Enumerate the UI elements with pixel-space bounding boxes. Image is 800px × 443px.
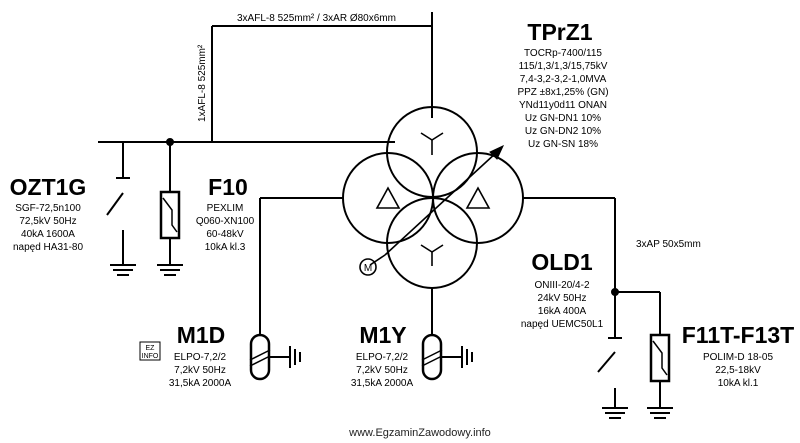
svg-text:INFO: INFO (142, 353, 159, 360)
tprz1-specs: TOCRp-7400/115 115/1,3/1,3/15,75kV 7,4-3… (517, 48, 608, 150)
ez-info-logo: EZ INFO (139, 341, 161, 361)
svg-text:7,2kV 50Hz: 7,2kV 50Hz (174, 365, 226, 376)
svg-text:7,4-3,2-3,2-1,0MVA: 7,4-3,2-3,2-1,0MVA (520, 74, 607, 85)
svg-text:PPZ ±8x1,25% (GN): PPZ ±8x1,25% (GN) (517, 87, 608, 98)
svg-text:napęd HA31-80: napęd HA31-80 (13, 242, 83, 253)
tprz1-transformer-symbol (342, 106, 524, 289)
m1d-feeder-lines (249, 197, 343, 381)
m1d-title: M1D (177, 322, 226, 348)
watermark-text: www.EgzaminZawodowy.info (348, 427, 491, 439)
ozt1g-specs: SGF-72,5n100 72,5kV 50Hz 40kA 1600A napę… (13, 203, 83, 253)
svg-text:10kA kl.1: 10kA kl.1 (718, 378, 759, 389)
m1y-feeder-lines (421, 288, 473, 381)
f11t-title: F11T-F13T (682, 322, 794, 348)
svg-text:22,5-18kV: 22,5-18kV (715, 365, 761, 376)
svg-text:31,5kA 2000A: 31,5kA 2000A (169, 378, 232, 389)
svg-text:POLIM-D 18-05: POLIM-D 18-05 (703, 352, 773, 363)
cable-top-label: 3xAFL-8 525mm² / 3xAR Ø80x6mm (237, 13, 396, 24)
f10-specs: PEXLIM Q060-XN100 60-48kV 10kA kl.3 (196, 203, 255, 253)
tprz1-title: TPrZ1 (527, 19, 592, 45)
svg-text:napęd UEMC50L1: napęd UEMC50L1 (521, 319, 604, 330)
f10-title: F10 (208, 174, 248, 200)
svg-text:Uz GN-DN1 10%: Uz GN-DN1 10% (525, 113, 601, 124)
ozt1g-earthing-switch (106, 177, 136, 276)
svg-text:16kA 400A: 16kA 400A (538, 306, 587, 317)
incoming-cable-lines (98, 12, 433, 192)
f11t-specs: POLIM-D 18-05 22,5-18kV 10kA kl.1 (703, 352, 773, 389)
svg-text:Uz GN-DN2 10%: Uz GN-DN2 10% (525, 126, 601, 137)
svg-text:ELPO-7,2/2: ELPO-7,2/2 (356, 352, 409, 363)
svg-text:ONIII-20/4-2: ONIII-20/4-2 (534, 280, 589, 291)
cable-vertical-label: 1xAFL-8 525mm² (197, 44, 208, 122)
m1y-specs: ELPO-7,2/2 7,2kV 50Hz 31,5kA 2000A (351, 352, 414, 389)
old1-title: OLD1 (531, 249, 593, 275)
f11t-surge-arrester (647, 333, 673, 419)
m1d-specs: ELPO-7,2/2 7,2kV 50Hz 31,5kA 2000A (169, 352, 232, 389)
right-busbar-lines (523, 197, 661, 338)
cable-right-label: 3xAP 50x5mm (636, 239, 701, 250)
old1-disconnector (597, 337, 628, 419)
svg-text:10kA kl.3: 10kA kl.3 (205, 242, 246, 253)
svg-text:72,5kV 50Hz: 72,5kV 50Hz (19, 216, 76, 227)
m1y-title: M1Y (359, 322, 406, 348)
svg-text:7,2kV 50Hz: 7,2kV 50Hz (356, 365, 408, 376)
f10-surge-arrester (157, 190, 183, 276)
motor-drive-label: M (364, 263, 372, 274)
svg-text:24kV 50Hz: 24kV 50Hz (538, 293, 587, 304)
svg-text:SGF-72,5n100: SGF-72,5n100 (15, 203, 81, 214)
svg-text:115/1,3/1,3/15,75kV: 115/1,3/1,3/15,75kV (519, 61, 608, 72)
svg-text:PEXLIM: PEXLIM (207, 203, 244, 214)
svg-text:YNd11y0d11 ONAN: YNd11y0d11 ONAN (519, 100, 607, 111)
svg-text:EZ: EZ (146, 345, 156, 352)
svg-text:31,5kA 2000A: 31,5kA 2000A (351, 378, 414, 389)
svg-text:Uz GN-SN 18%: Uz GN-SN 18% (528, 139, 598, 150)
svg-text:ELPO-7,2/2: ELPO-7,2/2 (174, 352, 227, 363)
old1-specs: ONIII-20/4-2 24kV 50Hz 16kA 400A napęd U… (521, 280, 604, 330)
svg-text:40kA 1600A: 40kA 1600A (21, 229, 75, 240)
svg-text:Q060-XN100: Q060-XN100 (196, 216, 255, 227)
svg-text:TOCRp-7400/115: TOCRp-7400/115 (524, 48, 602, 59)
svg-text:60-48kV: 60-48kV (206, 229, 244, 240)
ozt1g-title: OZT1G (10, 174, 87, 200)
